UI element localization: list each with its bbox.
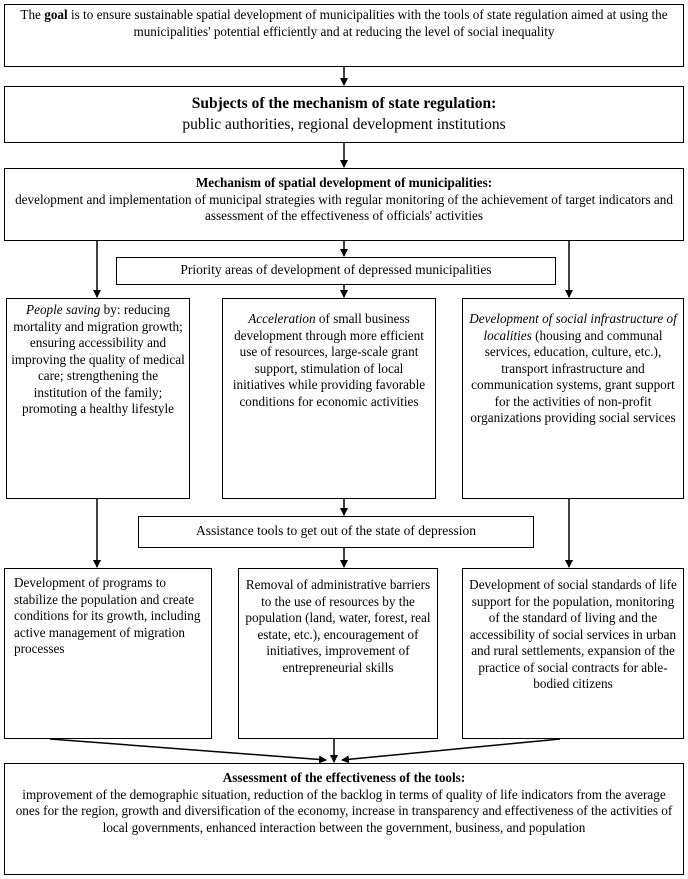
goal-box: The goal is to ensure sustainable spatia…	[4, 4, 684, 67]
acceleration-lead: Acceleration	[248, 311, 316, 326]
arrow-population-to-assessment	[49, 738, 327, 764]
social-standards-text: Development of social standards of life …	[469, 577, 677, 691]
mechanism-box: Mechanism of spatial development of muni…	[4, 168, 684, 241]
mechanism-text: development and implementation of munici…	[15, 191, 673, 224]
goal-prefix: The	[20, 7, 45, 22]
people-saving-body: by: reducing mortality and migration gro…	[11, 302, 185, 416]
assistance-tools-text: Assistance tools to get out of the state…	[195, 523, 477, 538]
subjects-text: public authorities, regional development…	[182, 116, 506, 133]
goal-keyword: goal	[44, 7, 68, 22]
goal-text: The goal is to ensure sustainable spatia…	[11, 7, 677, 40]
acceleration-box: Acceleration of small business developme…	[222, 298, 436, 499]
arrow-standards-to-assessment	[341, 738, 561, 764]
people-saving-box: People saving by: reducing mortality and…	[6, 298, 190, 499]
assessment-heading: Assessment of the effectiveness of the t…	[222, 770, 466, 785]
assessment-box: Assessment of the effectiveness of the t…	[4, 763, 684, 875]
assessment-text: improvement of the demographic situation…	[15, 786, 673, 835]
social-standards-box: Development of social standards of life …	[462, 568, 684, 739]
subjects-box: Subjects of the mechanism of state regul…	[4, 86, 684, 143]
assistance-tools-label: Assistance tools to get out of the state…	[138, 516, 534, 548]
priority-areas-label: Priority areas of development of depress…	[116, 257, 556, 285]
social-infrastructure-body: (housing and communal services, educatio…	[470, 327, 676, 426]
priority-areas-text: Priority areas of development of depress…	[180, 262, 492, 277]
barriers-removal-text: Removal of administrative barriers to th…	[245, 577, 431, 675]
social-infrastructure-lead: Development of social infrastructure of …	[469, 311, 677, 343]
acceleration-text: Acceleration of small business developme…	[228, 311, 430, 410]
barriers-removal-box: Removal of administrative barriers to th…	[238, 568, 438, 739]
social-infrastructure-text: Development of social infrastructure of …	[467, 311, 679, 427]
mechanism-heading: Mechanism of spatial development of muni…	[195, 175, 493, 190]
population-programs-box: Development of programs to stabilize the…	[4, 568, 212, 739]
people-saving-text: People saving by: reducing mortality and…	[11, 302, 185, 418]
acceleration-body: of small business development through mo…	[232, 311, 426, 409]
people-saving-lead: People saving	[26, 302, 101, 317]
population-programs-text: Development of programs to stabilize the…	[14, 575, 201, 656]
social-infrastructure-box: Development of social infrastructure of …	[462, 298, 684, 499]
goal-body: is to ensure sustainable spatial develop…	[67, 7, 668, 39]
subjects-heading: Subjects of the mechanism of state regul…	[191, 95, 497, 112]
